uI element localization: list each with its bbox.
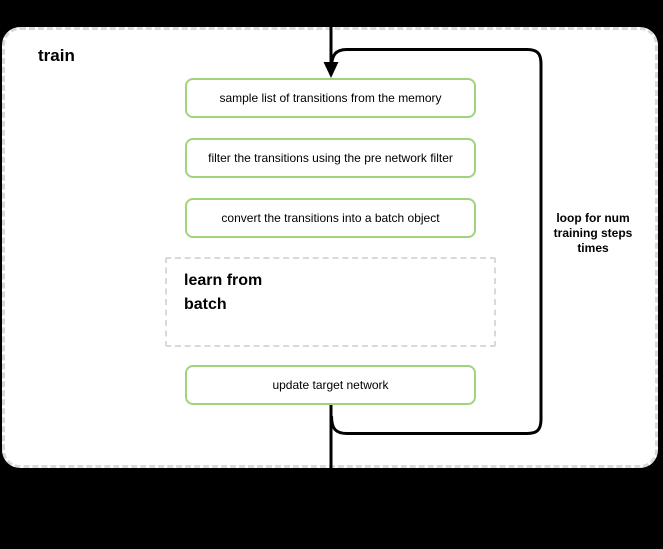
node-learn-from-batch: learn from batch — [165, 257, 496, 347]
node-update-target-network: update target network — [185, 365, 476, 405]
node-sample-transitions: sample list of transitions from the memo… — [185, 78, 476, 118]
train-group-title: train — [38, 46, 75, 65]
node-convert-to-batch: convert the transitions into a batch obj… — [185, 198, 476, 238]
node-filter-transitions: filter the transitions using the pre net… — [185, 138, 476, 178]
loop-annotation: loop for num training steps times — [553, 211, 633, 255]
subprocess-label: learn from batch — [184, 272, 263, 313]
